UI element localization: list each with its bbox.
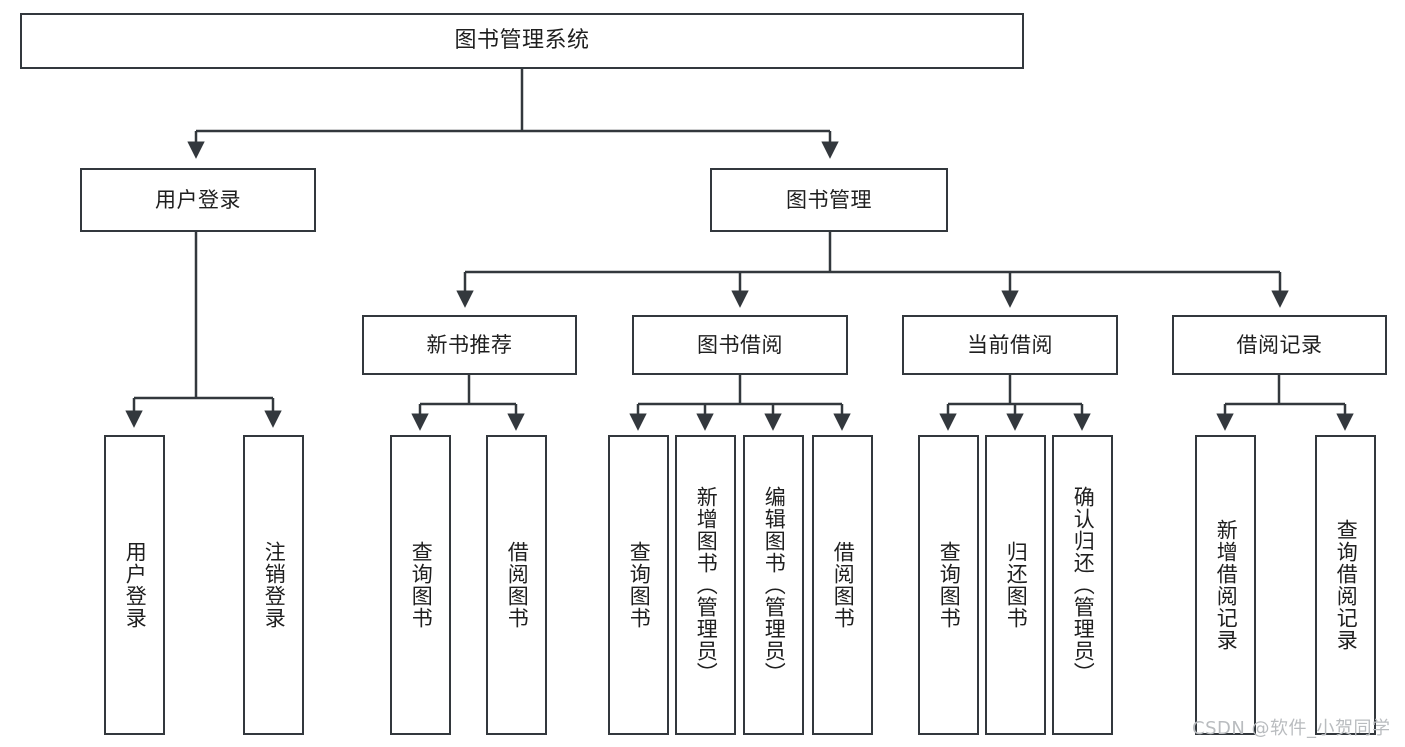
node-user-login[interactable]: 用户登录: [80, 168, 316, 232]
node-label: 图书借阅: [697, 332, 783, 357]
node-label: 查询图书: [937, 541, 962, 629]
node-label: 新增借阅记录: [1214, 519, 1239, 651]
node-label: 查询借阅记录: [1334, 519, 1359, 651]
node-borrow-record[interactable]: 借阅记录: [1172, 315, 1387, 375]
node-label: 新书推荐: [426, 332, 513, 357]
node-label: 借阅图书: [505, 541, 530, 629]
leaf-query-book-current[interactable]: 查询图书: [918, 435, 979, 735]
node-label: 新增图书（管理员）: [694, 486, 719, 684]
leaf-add-borrow-record[interactable]: 新增借阅记录: [1195, 435, 1256, 735]
node-current-borrow[interactable]: 当前借阅: [902, 315, 1118, 375]
leaf-query-book-borrow[interactable]: 查询图书: [608, 435, 669, 735]
node-label: 归还图书: [1004, 541, 1029, 629]
leaf-user-login[interactable]: 用户登录: [104, 435, 165, 735]
leaf-confirm-return-admin[interactable]: 确认归还（管理员）: [1052, 435, 1113, 735]
node-label: 确认归还（管理员）: [1071, 486, 1096, 684]
watermark: CSDN @软件_小贺同学: [1192, 718, 1391, 739]
leaf-borrow-book-recommend[interactable]: 借阅图书: [486, 435, 547, 735]
node-root-system[interactable]: 图书管理系统: [20, 13, 1024, 69]
node-label: 编辑图书（管理员）: [762, 486, 787, 684]
node-label: 用户登录: [155, 187, 241, 212]
node-label: 图书管理系统: [454, 28, 590, 54]
node-label: 借阅记录: [1236, 332, 1323, 357]
leaf-query-book-recommend[interactable]: 查询图书: [390, 435, 451, 735]
node-book-management[interactable]: 图书管理: [710, 168, 948, 232]
leaf-return-book[interactable]: 归还图书: [985, 435, 1046, 735]
node-label: 借阅图书: [831, 541, 856, 629]
leaf-borrow-book[interactable]: 借阅图书: [812, 435, 873, 735]
node-label: 查询图书: [409, 541, 434, 629]
node-label: 用户登录: [123, 541, 148, 629]
leaf-query-borrow-record[interactable]: 查询借阅记录: [1315, 435, 1376, 735]
node-label: 注销登录: [262, 541, 287, 629]
leaf-logout[interactable]: 注销登录: [243, 435, 304, 735]
node-label: 查询图书: [627, 541, 652, 629]
node-label: 图书管理: [786, 187, 872, 212]
node-new-book-recommend[interactable]: 新书推荐: [362, 315, 577, 375]
node-book-borrow[interactable]: 图书借阅: [632, 315, 848, 375]
node-label: 当前借阅: [967, 332, 1053, 357]
leaf-edit-book-admin[interactable]: 编辑图书（管理员）: [743, 435, 804, 735]
leaf-add-book-admin[interactable]: 新增图书（管理员）: [675, 435, 736, 735]
